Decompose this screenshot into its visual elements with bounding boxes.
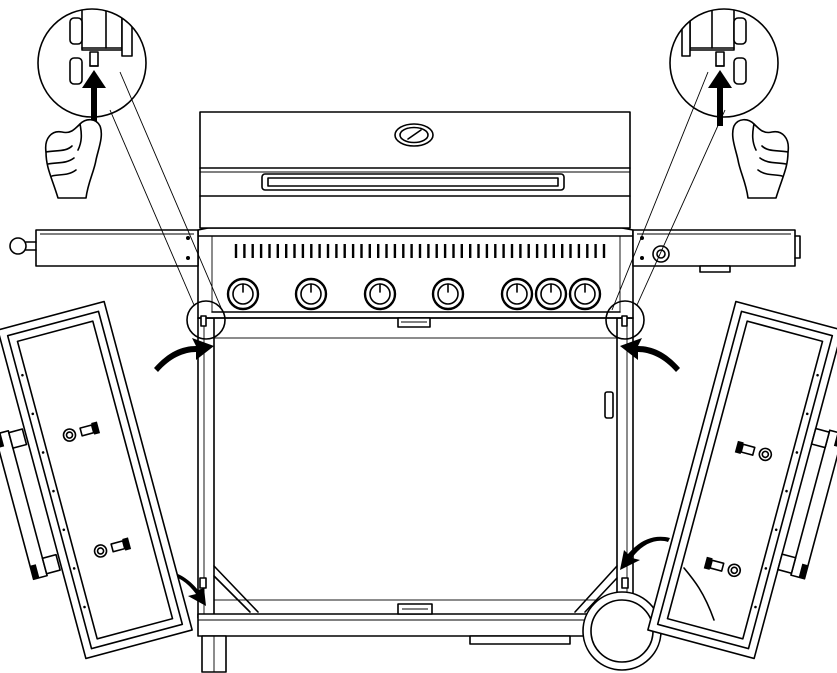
vent-slot (561, 244, 564, 258)
vent-slot (335, 244, 338, 258)
vent-slot (385, 244, 388, 258)
vent-slot (544, 244, 547, 258)
vent-slot (427, 244, 430, 258)
vent-slot (326, 244, 330, 258)
vent-slot (343, 244, 346, 258)
vent-slot (377, 244, 380, 258)
vent-slot (410, 244, 413, 258)
control-knobs (226, 277, 602, 311)
vent-slot (552, 244, 555, 258)
screw-icon (62, 421, 101, 442)
right-door (647, 300, 837, 660)
curved-arrow-icon (156, 571, 206, 606)
right-side-shelf (632, 229, 801, 273)
left-side-shelf (9, 229, 199, 267)
arrow-up-icon (708, 70, 732, 126)
vent-slot (527, 244, 530, 258)
vent-slot (310, 244, 313, 258)
zoom-detail-left (37, 8, 147, 126)
vent-slot (243, 244, 246, 258)
vent-slot (443, 244, 447, 258)
control-knob-icon[interactable] (294, 277, 328, 311)
vent-slot (393, 244, 397, 258)
hinge-wire (683, 567, 715, 621)
control-knob-icon[interactable] (226, 277, 260, 311)
temperature-gauge-icon (394, 123, 434, 147)
zoom-detail-right (669, 8, 779, 126)
vent-slot (485, 244, 489, 258)
vent-slot (251, 244, 254, 258)
thumb-up-hand-icon (44, 118, 103, 199)
door-handle (777, 427, 837, 580)
grill-lid (199, 111, 631, 229)
vent-slot (460, 244, 463, 258)
control-knob-icon[interactable] (568, 277, 602, 311)
vent-slots (234, 244, 606, 258)
arrow-up-icon (82, 70, 106, 126)
vent-slot (477, 244, 480, 258)
control-knob-icon[interactable] (431, 277, 465, 311)
vent-slot (402, 244, 405, 258)
control-panel (197, 227, 634, 328)
vent-slot (268, 244, 271, 258)
vent-slot (318, 244, 321, 258)
vent-slot (285, 244, 288, 258)
curved-arrow-icon (620, 338, 680, 372)
hinge-callouts (109, 71, 726, 589)
vent-slot (519, 244, 522, 258)
control-knob-icon[interactable] (363, 277, 397, 311)
vent-slot (276, 244, 279, 258)
cart-frame (197, 317, 662, 673)
control-knob-icon[interactable] (534, 277, 568, 311)
vent-slot (368, 244, 371, 258)
vent-slot (594, 244, 597, 258)
door-handle (0, 428, 61, 581)
vent-slot (435, 244, 438, 258)
vent-slot (452, 244, 455, 258)
vent-slot (577, 244, 581, 258)
vent-slot (360, 244, 363, 258)
curved-arrow-icon (620, 536, 670, 570)
screw-icon (703, 556, 742, 578)
vent-slot (494, 244, 497, 258)
vent-slot (418, 244, 422, 258)
vent-slot (469, 244, 472, 258)
vent-slot (586, 244, 589, 258)
screw-icon (734, 440, 773, 462)
vent-slot (602, 244, 606, 258)
vent-slot (301, 244, 305, 258)
control-knob-icon[interactable] (500, 277, 534, 311)
vent-slot (535, 244, 539, 258)
thumb-up-hand-icon (731, 118, 790, 199)
vent-slot (510, 244, 514, 258)
lid-handle (261, 173, 565, 191)
curved-arrow-icon (154, 338, 214, 372)
vent-slot (234, 244, 238, 258)
left-door (0, 300, 193, 660)
vent-slot (569, 244, 572, 258)
vent-slot (259, 244, 263, 258)
vent-slot (351, 244, 355, 258)
vent-slot (293, 244, 296, 258)
vent-slot (502, 244, 505, 258)
